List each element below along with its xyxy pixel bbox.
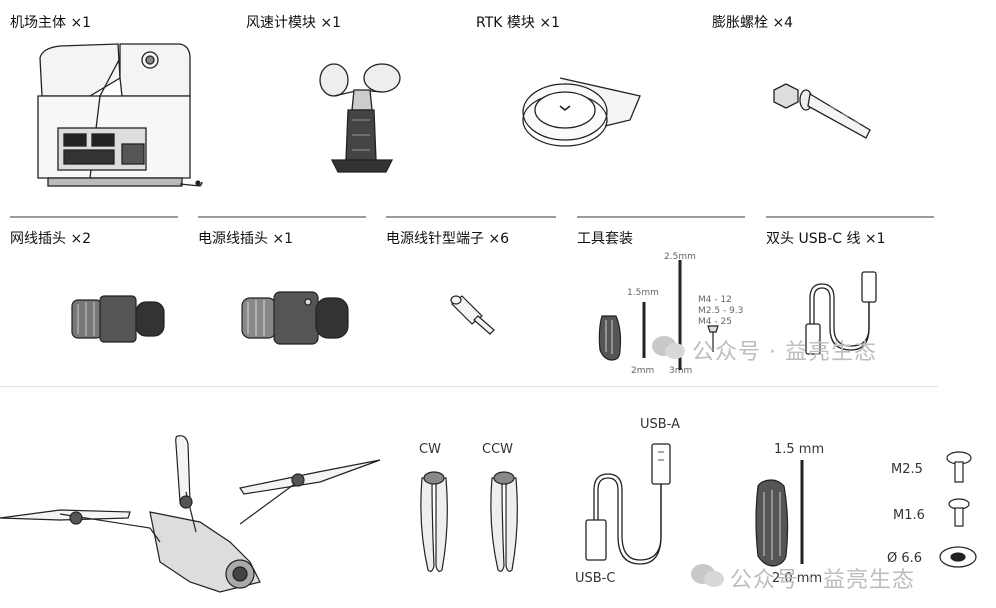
item-title-tool-kit: 工具套装 xyxy=(577,231,633,247)
usb-c-label: USB-C xyxy=(575,571,616,586)
screw-m2-5-icon xyxy=(946,451,972,483)
item-title-rtk: RTK 模块 ×1 xyxy=(476,15,560,31)
screw-m1-6-label: M1.6 xyxy=(893,508,925,523)
usb-c-cable-illustration xyxy=(805,271,877,355)
tool-screw-spec-2: M2.5 - 9.3 xyxy=(698,306,744,316)
wechat-watermark-icon xyxy=(691,564,724,587)
washer-d6-6-label: Ø 6.6 xyxy=(887,551,923,566)
rtk-module-illustration xyxy=(522,77,641,147)
screw-m2-5-label: M2.5 xyxy=(891,462,923,477)
expansion-bolt-illustration xyxy=(773,83,871,139)
watermark-text: 公众号 · 益亮生态 xyxy=(692,340,877,365)
propeller-ccw-illustration xyxy=(490,471,518,572)
watermark-text: 公众号 · 益亮生态 xyxy=(730,568,915,593)
dock-illustration xyxy=(37,43,203,187)
network-plug-illustration xyxy=(71,295,165,343)
divider xyxy=(386,216,556,218)
anemometer-illustration xyxy=(319,63,401,173)
tool-size-2-5: 2.5mm xyxy=(664,252,696,262)
tool-size-3: 3mm xyxy=(669,366,693,376)
item-title-expansion-bolt: 膨胀螺栓 ×4 xyxy=(712,15,794,31)
item-title-power-plug: 电源线插头 ×1 xyxy=(198,231,294,247)
item-title-anemometer: 风速计模块 ×1 xyxy=(246,15,342,31)
power-plug-illustration xyxy=(241,291,349,345)
divider xyxy=(577,216,745,218)
usb-a-to-c-cable-illustration xyxy=(585,443,671,565)
tool-screw-spec-1: M4 - 12 xyxy=(698,295,732,305)
divider xyxy=(198,216,366,218)
item-title-dock: 机场主体 ×1 xyxy=(10,15,92,31)
propeller-ccw-label: CCW xyxy=(482,442,514,457)
tool-screw-spec-3: M4 - 25 xyxy=(698,317,732,327)
screw-m1-6-icon xyxy=(948,498,970,527)
item-title-network-plug: 网线插头 ×2 xyxy=(10,231,92,247)
washer-d6-6-icon xyxy=(939,546,977,568)
screwdriver-size-label: 2.0 mm xyxy=(772,571,823,586)
tool-size-2: 2mm xyxy=(631,366,655,376)
item-title-usb-c-cable: 双头 USB-C 线 ×1 xyxy=(766,231,886,247)
pin-terminal-illustration xyxy=(450,295,495,335)
propeller-cw-illustration xyxy=(420,471,448,572)
propeller-cw-label: CW xyxy=(419,442,441,457)
item-title-pin-terminal: 电源线针型端子 ×6 xyxy=(386,231,510,247)
divider xyxy=(766,216,934,218)
usb-a-label: USB-A xyxy=(640,417,680,432)
section-separator xyxy=(0,386,938,387)
wechat-watermark-icon xyxy=(652,336,685,359)
divider xyxy=(10,216,178,218)
drone-illustration xyxy=(0,435,381,593)
screwdriver-illustration xyxy=(755,460,804,567)
screwdriver-tip-label: 1.5 mm xyxy=(774,442,825,457)
tool-size-1-5: 1.5mm xyxy=(627,288,659,298)
